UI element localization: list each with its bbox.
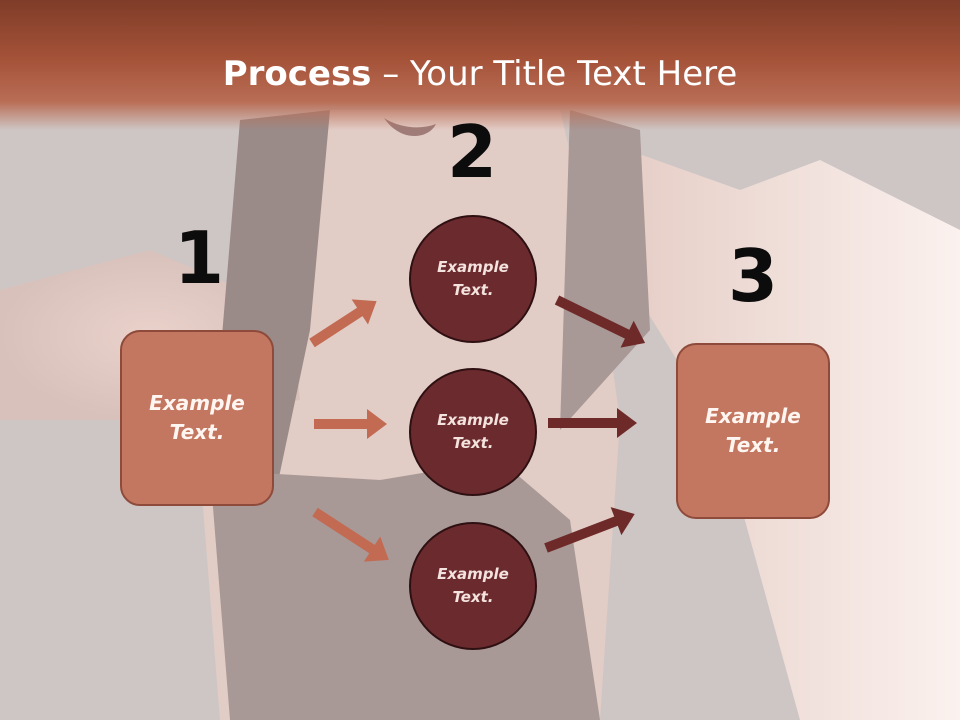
arrow-right-bottom [544,507,635,553]
arrow-right-top [554,295,646,348]
step-box-right-text: Example Text. [705,404,801,457]
step-box-left-text: Example Text. [149,391,245,444]
step-number-1: 1 [173,216,225,300]
arrow-left-bottom [312,507,389,562]
step-circle-bottom[interactable]: Example Text. [409,522,537,650]
step-box-left[interactable]: Example Text. [120,330,274,506]
title-rest: – Your Title Text Here [371,54,738,94]
step-circle-bottom-text: Example Text. [437,565,509,606]
slide-title: Process – Your Title Text Here [0,52,960,96]
step-number-2: 2 [446,110,498,194]
step-number-3: 3 [727,234,779,318]
title-bold: Process [222,54,372,94]
title-bar [0,0,960,130]
arrow-right-middle [548,408,637,438]
step-box-right[interactable]: Example Text. [676,343,830,519]
step-circle-top-text: Example Text. [437,258,509,299]
step-circle-top[interactable]: Example Text. [409,215,537,343]
step-circle-middle[interactable]: Example Text. [409,368,537,496]
step-circle-middle-text: Example Text. [437,411,509,452]
arrow-left-top [309,299,377,348]
arrow-left-middle [314,409,387,439]
